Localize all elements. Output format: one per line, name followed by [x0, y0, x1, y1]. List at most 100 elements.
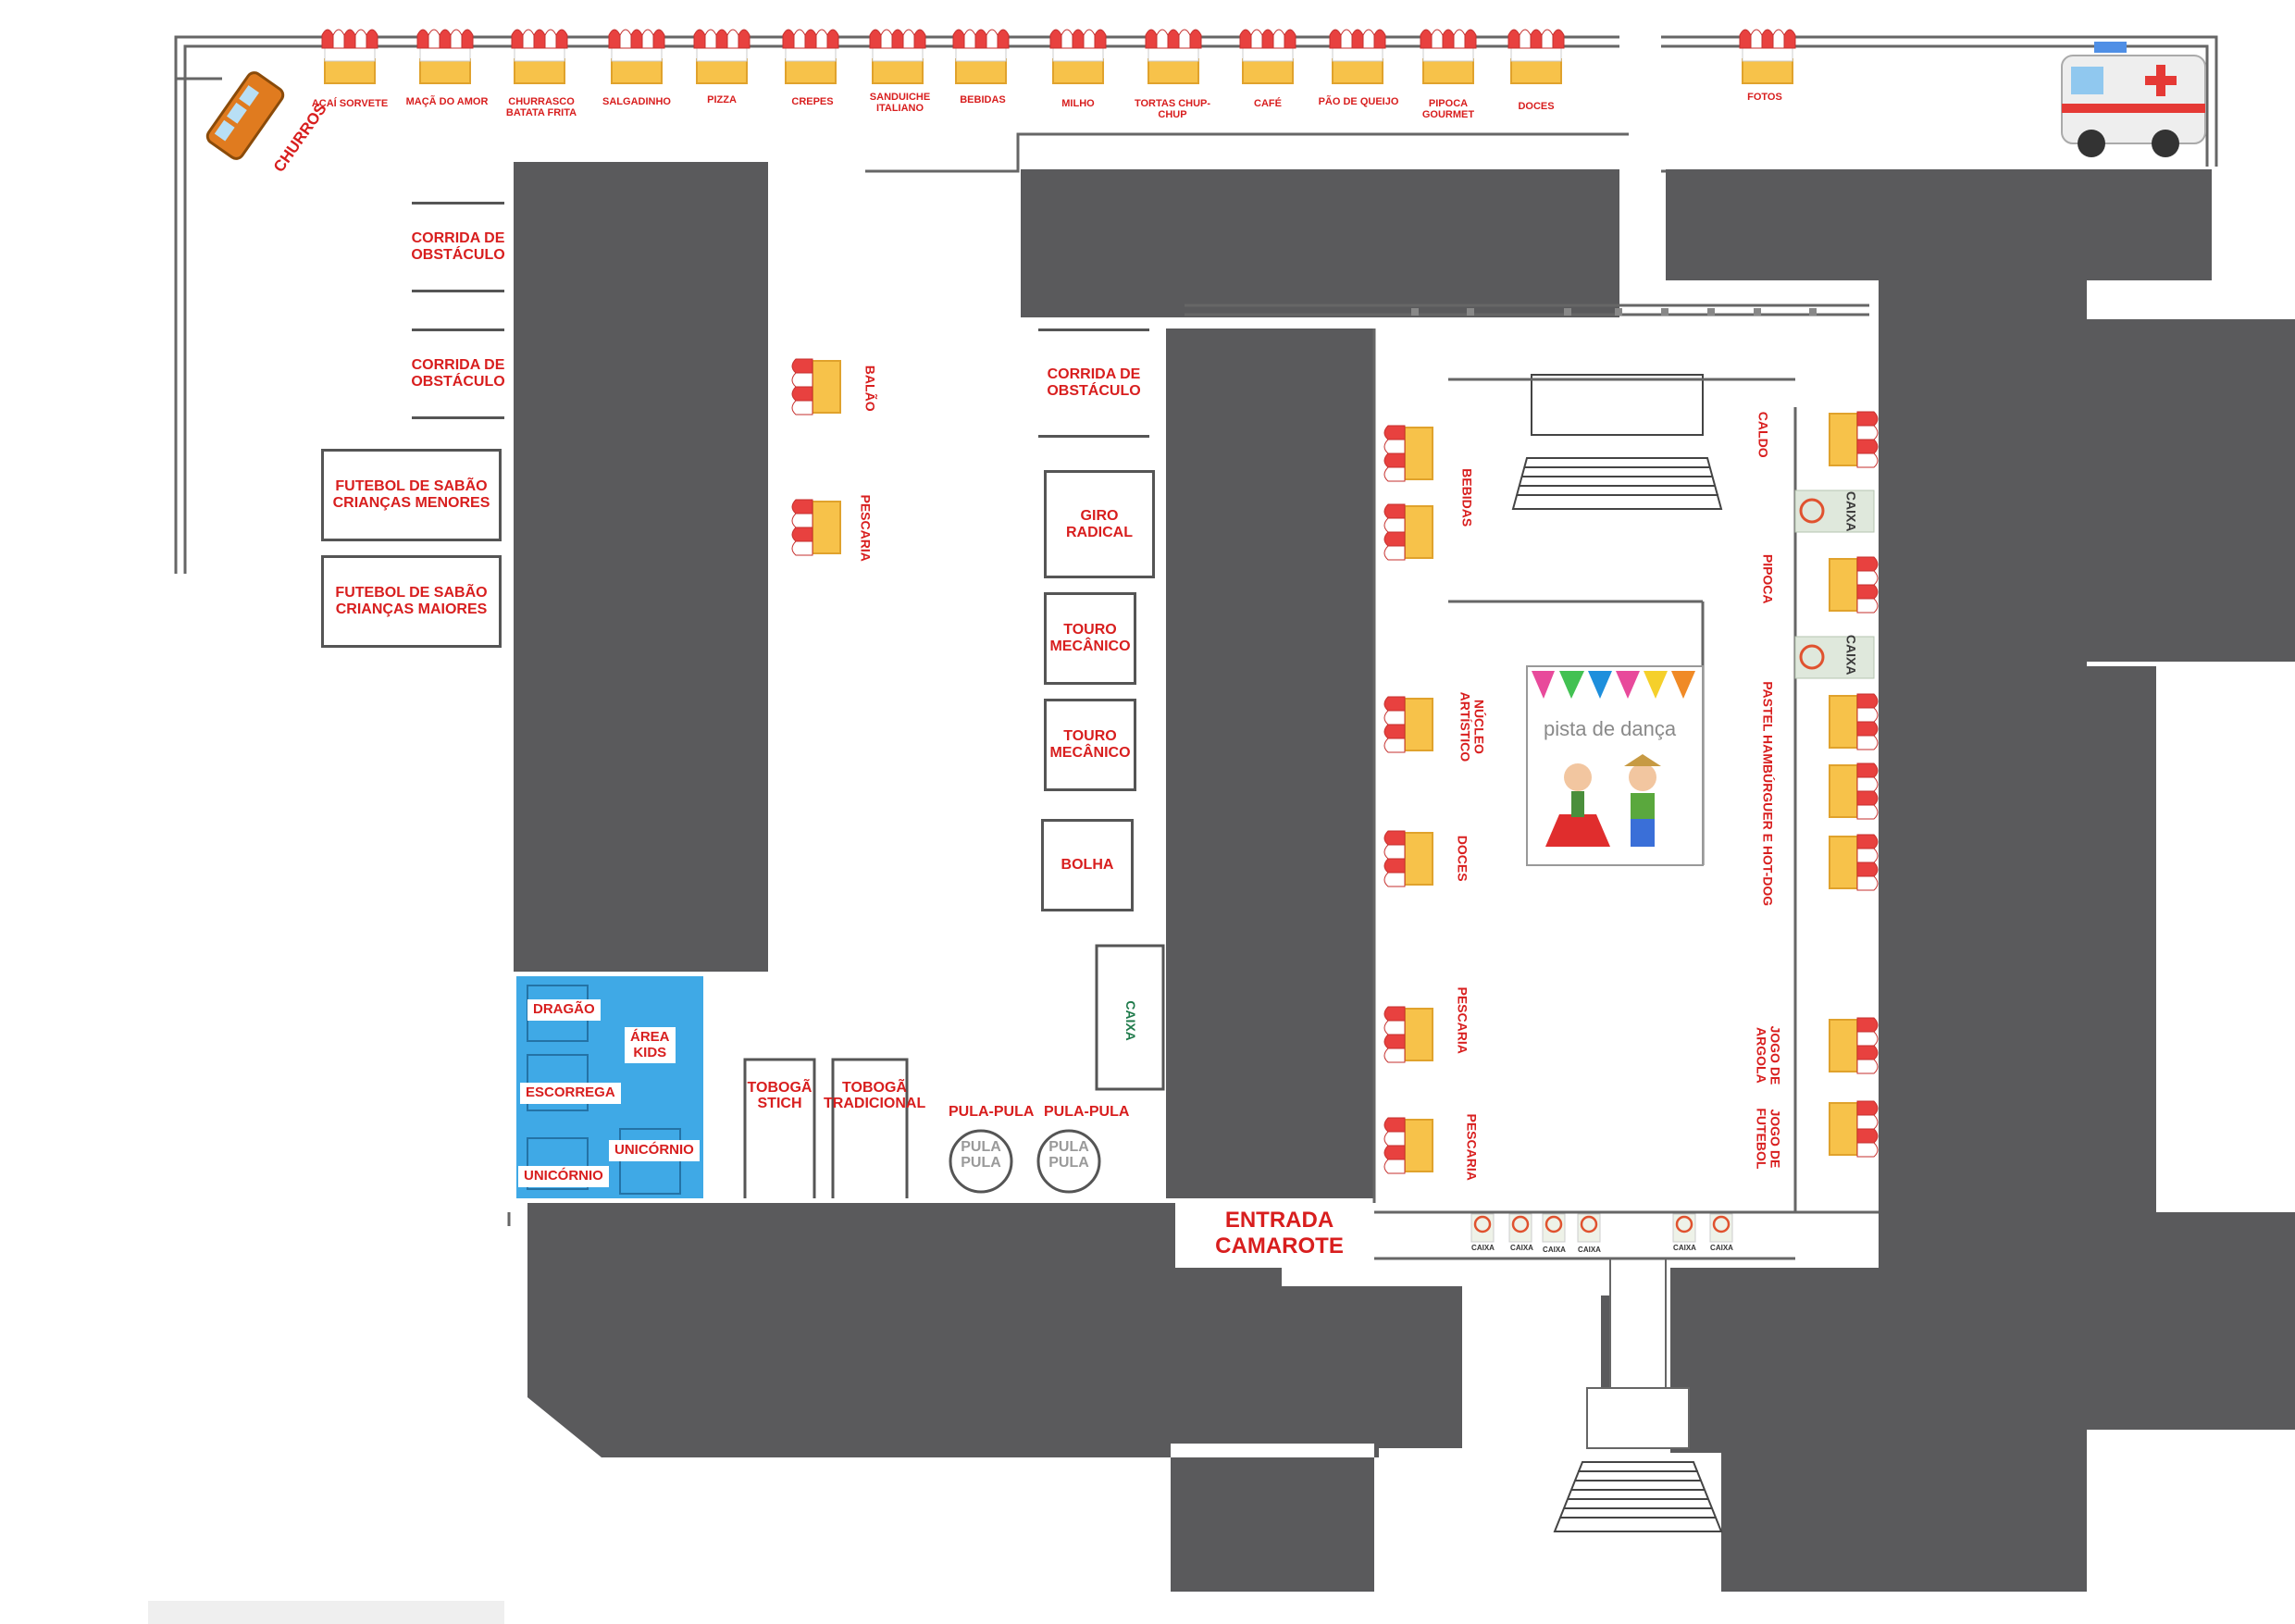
building-top-middle: [1021, 169, 1619, 317]
bunting-flags: [1532, 671, 1695, 699]
building-far-right-bottom: [1879, 1203, 2087, 1592]
stall-label-pizza: PIZZA: [707, 94, 737, 105]
stall-label-jogo-futebol: JOGO DE FUTEBOL: [1754, 1108, 1783, 1170]
stall-label-maca: MAÇÃ DO AMOR: [405, 96, 489, 107]
stall-icon-camarote-left-3: [1383, 830, 1433, 887]
stall-icon-camarote-right-6: [1829, 1100, 1879, 1158]
stall-label-bebidas: BEBIDAS: [960, 94, 1006, 105]
building-far-right-lower: [2087, 666, 2295, 1430]
kids-item-unicornio-1: UNICÓRNIO: [518, 1166, 609, 1187]
activity-corrida-obstaculo-2[interactable]: CORRIDA DE OBSTÁCULO: [411, 329, 505, 419]
stall-label-salgadinho: SALGADINHO: [602, 96, 671, 107]
stall-label-pao: PÃO DE QUEIJO: [1318, 96, 1399, 107]
activity-corrida-obstaculo-3[interactable]: CORRIDA DE OBSTÁCULO: [1038, 329, 1149, 438]
bottom-strip: [148, 1601, 504, 1624]
stall-label-milho: MILHO: [1061, 98, 1095, 109]
bottom-stairs: [1553, 1461, 1723, 1532]
pula-pula-icons: [949, 1129, 1101, 1194]
building-right-tall: [1879, 319, 2087, 1203]
camarote-boundary: [1185, 304, 1879, 1260]
stall-label-pastel-hamburguer: PASTEL HAMBÚRGUER E HOT-DOG: [1760, 681, 1776, 907]
stall-icon-top-10: [1239, 29, 1296, 84]
stall-icon-top-3: [608, 29, 665, 84]
activity-touro-mecanico-2[interactable]: TOURO MECÂNICO: [1044, 699, 1136, 791]
building-right-upper: [1879, 278, 2087, 333]
activity-touro-mecanico-1[interactable]: TOURO MECÂNICO: [1044, 592, 1136, 685]
stall-icon-top-1: [416, 29, 474, 84]
stall-label-doces-camarote: DOCES: [1455, 835, 1470, 882]
pula-pula-label-2: PULA-PULA: [1044, 1104, 1130, 1120]
building-bottom-center-right: [1721, 1444, 1879, 1592]
stall-icon-camarote-left-5: [1383, 1117, 1433, 1174]
bottom-caixa-6: CAIXA: [1710, 1244, 1733, 1252]
activity-futebol-sabao-maiores[interactable]: FUTEBOL DE SABÃO CRIANÇAS MAIORES: [321, 555, 502, 648]
caixa-box-right-1: [1794, 636, 1875, 679]
stall-label-doces: DOCES: [1518, 101, 1555, 112]
caixa-middle-label: CAIXA: [1123, 1000, 1138, 1041]
building-bottom-left: [527, 1203, 1462, 1592]
caixa-icon-2: [1542, 1213, 1566, 1243]
stall-icon-top-14: [1739, 29, 1796, 84]
building-blocks: [514, 162, 2295, 1592]
bottom-caixa-4: CAIXA: [1578, 1246, 1601, 1254]
activity-bolha[interactable]: BOLHA: [1041, 819, 1134, 911]
corridor: [1586, 1258, 1690, 1449]
slides-outlines: [743, 1058, 909, 1198]
activity-futebol-sabao-menores[interactable]: FUTEBOL DE SABÃO CRIANÇAS MENORES: [321, 449, 502, 541]
building-top-right: [1666, 169, 2212, 280]
kids-item-unicornio-2: UNICÓRNIO: [609, 1140, 700, 1161]
stall-icon-camarote-left-2: [1383, 696, 1433, 753]
stall-icon-top-0: [321, 29, 378, 84]
caixa-box-right-0: [1794, 490, 1875, 533]
stall-icon-top-9: [1145, 29, 1202, 84]
caixa-icon-1: [1508, 1213, 1532, 1243]
bottom-caixa-2: CAIXA: [1510, 1244, 1533, 1252]
stall-icon-top-6: [869, 29, 926, 84]
caixa-middle-box: [1095, 944, 1165, 1091]
stall-label-pipoca-camarote: PIPOCA: [1760, 553, 1776, 604]
entrance-camarote-label[interactable]: ENTRADA CAMAROTE: [1215, 1208, 1344, 1258]
stall-label-bebidas-camarote: BEBIDAS: [1459, 468, 1475, 527]
dancers-illustration: [1545, 754, 1661, 847]
stage-stairs: [1511, 374, 1723, 510]
stall-label-balao: BALÃO: [862, 365, 878, 412]
stall-label-crepes: CREPES: [791, 96, 834, 107]
kids-item-dragao: DRAGÃO: [527, 999, 601, 1021]
activity-corrida-obstaculo-1[interactable]: CORRIDA DE OBSTÁCULO: [411, 202, 505, 292]
ambulance-icon: [2061, 42, 2206, 157]
caixa-icon-4: [1672, 1213, 1696, 1243]
building-left-long: [514, 162, 768, 972]
building-far-right-top: [2087, 319, 2295, 662]
stall-label-caldo: CALDO: [1755, 411, 1771, 458]
stall-icon-top-2: [511, 29, 568, 84]
stall-icon-camarote-left-4: [1383, 1006, 1433, 1063]
building-bottom-middle-right: [1670, 1268, 1879, 1453]
caixa-label-right-1: CAIXA: [1843, 490, 1859, 532]
stall-label-churrasco: CHURRASCO BATATA FRITA: [505, 96, 577, 118]
kids-area-title: ÁREA KIDS: [625, 1027, 676, 1063]
kids-item-escorrega: ESCORREGA: [520, 1083, 621, 1104]
stall-icon-top-13: [1507, 29, 1565, 84]
stall-icon-camarote-left-0: [1383, 425, 1433, 482]
side-stall-icons: [791, 358, 1879, 1174]
stall-label-pipoca: PIPOCA GOURMET: [1421, 98, 1475, 120]
caixa-icon-5: [1709, 1213, 1733, 1243]
stall-icon-camarote-right-1: [1829, 556, 1879, 614]
pula-pula-label-1: PULA-PULA: [949, 1104, 1035, 1120]
caixa-icons: [1470, 1213, 1733, 1243]
bottom-caixa-1: CAIXA: [1471, 1244, 1495, 1252]
stall-label-pescaria-center: PESCARIA: [858, 494, 874, 562]
stall-icon-top-12: [1420, 29, 1477, 84]
bottom-caixa-3: CAIXA: [1543, 1246, 1566, 1254]
stall-icon-top-11: [1329, 29, 1386, 84]
stall-icon-top-8: [1049, 29, 1107, 84]
camarote-posts: [1411, 308, 1817, 316]
activity-giro-radical[interactable]: GIRO RADICAL: [1044, 470, 1155, 578]
stall-icon-camarote-right-2: [1829, 693, 1879, 750]
stall-icon-top-7: [952, 29, 1010, 84]
stall-icon-pescaria-center: [791, 499, 841, 556]
stall-icon-balao: [791, 358, 841, 415]
stall-icon-camarote-right-0: [1829, 411, 1879, 468]
stall-label-nucleo-artistico: NÚCLEO ARTÍSTICO: [1458, 691, 1487, 762]
stall-label-pescaria-camarote-2: PESCARIA: [1464, 1113, 1480, 1181]
